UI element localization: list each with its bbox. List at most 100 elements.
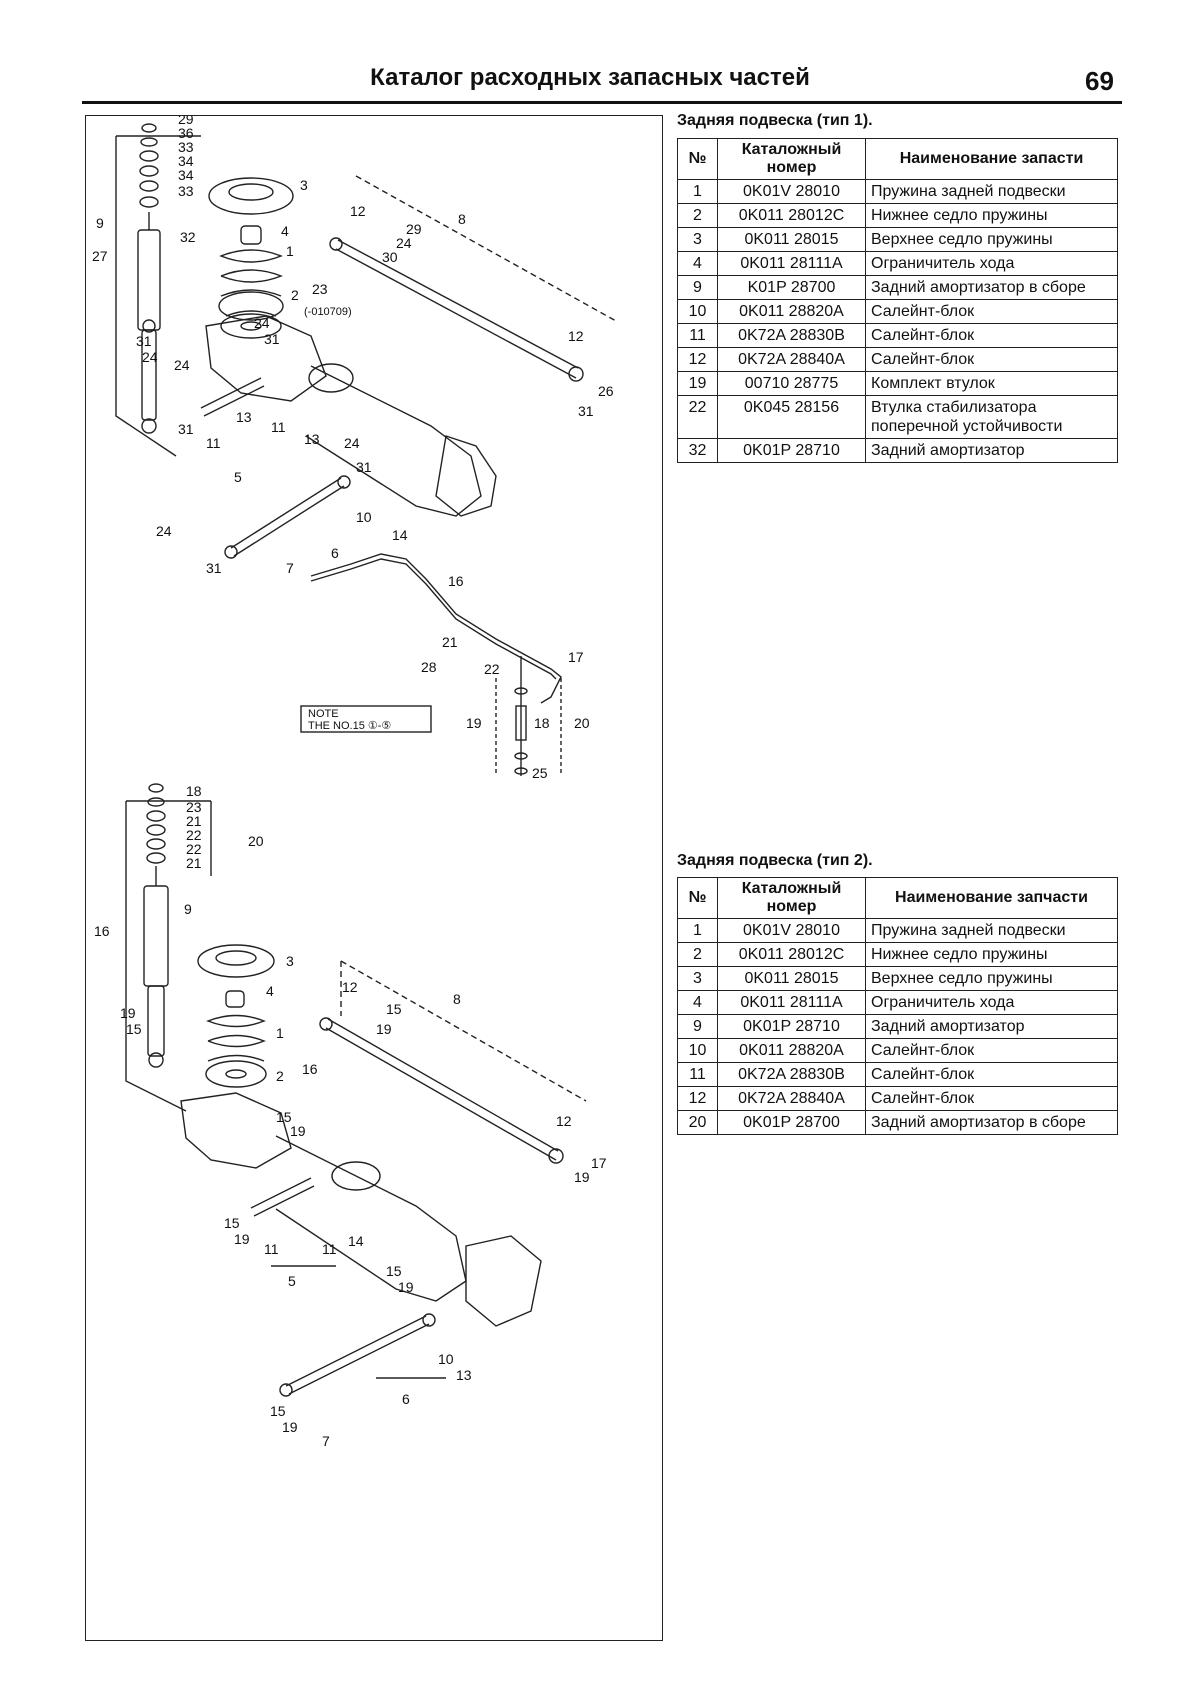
callout: 12 <box>556 1113 572 1129</box>
note-box <box>300 705 432 733</box>
table-header-row: № Каталожный номер Наименование запасти <box>677 138 1118 180</box>
part-name: Ограничитель хода <box>865 990 1118 1015</box>
callout: 21 <box>186 855 202 871</box>
row-number: 1 <box>677 179 718 204</box>
column-header: № <box>677 138 718 180</box>
part-name: Салейнт-блок <box>865 347 1118 372</box>
callout: 10 <box>356 509 372 525</box>
callout: 19 <box>376 1021 392 1037</box>
section-title-type-2: Задняя подвеска (тип 2). <box>677 852 873 869</box>
row-number: 22 <box>677 395 718 439</box>
callout: 6 <box>331 545 339 561</box>
callout: 18 <box>534 715 550 731</box>
callout: 22 <box>186 827 202 843</box>
callout: 34 <box>178 167 194 183</box>
column-header: Наименование запчасти <box>865 877 1118 919</box>
part-name: Салейнт-блок <box>865 323 1118 348</box>
stabilizer-link-1 <box>495 656 562 776</box>
callout: 1 <box>276 1025 284 1041</box>
catalog-number: 0K011 28111A <box>717 251 866 276</box>
row-number: 10 <box>677 1038 718 1063</box>
catalog-number: 0K01P 28710 <box>717 438 866 463</box>
callout: 7 <box>286 560 294 576</box>
callout: 19 <box>290 1123 306 1139</box>
catalog-number: 0K72A 28830B <box>717 1062 866 1087</box>
part-name: Задний амортизатор в сборе <box>865 1110 1118 1135</box>
row-number: 10 <box>677 299 718 324</box>
callout: 9 <box>96 215 104 231</box>
callout: 7 <box>322 1433 330 1449</box>
catalog-number: 0K011 28111A <box>717 990 866 1015</box>
part-name: Нижнее седло пружины <box>865 942 1118 967</box>
part-name: Салейнт-блок <box>865 1062 1118 1087</box>
trailing-arm-upper-2 <box>319 960 587 1164</box>
callout: 31 <box>578 403 594 419</box>
callout: 15 <box>270 1403 286 1419</box>
callout: 9 <box>184 901 192 917</box>
parts-table-type-2: № Каталожный номер Наименование запчасти… <box>677 877 1118 1135</box>
spring-assembly-2 <box>197 944 275 1088</box>
part-name: Верхнее седло пружины <box>865 966 1118 991</box>
lower-arm-2 <box>250 1177 446 1397</box>
row-number: 4 <box>677 990 718 1015</box>
callout: 24 <box>396 235 412 251</box>
part-name: Пружина задней подвески <box>865 918 1118 943</box>
catalog-number: 0K01P 28700 <box>717 1110 866 1135</box>
column-header: № <box>677 877 718 919</box>
callout: 19 <box>120 1005 136 1021</box>
callout: 16 <box>448 573 464 589</box>
date-label: (-010709) <box>304 306 352 318</box>
callout: 17 <box>591 1155 607 1171</box>
callout: 12 <box>350 203 366 219</box>
part-name: Задний амортизатор в сборе <box>865 275 1118 300</box>
callout: 21 <box>442 634 458 650</box>
row-number: 12 <box>677 1086 718 1111</box>
lower-arm-1 <box>200 377 351 559</box>
callout: 15 <box>126 1021 142 1037</box>
callout: 29 <box>406 221 422 237</box>
page-number: 69 <box>1085 66 1114 96</box>
column-header: Каталожный номер <box>717 138 866 180</box>
callout: 5 <box>234 469 242 485</box>
catalog-number: 0K011 28820A <box>717 1038 866 1063</box>
callout: 27 <box>92 248 108 264</box>
callout: 2 <box>276 1068 284 1084</box>
column-header: Наименование запасти <box>865 138 1118 180</box>
callout: 31 <box>206 560 222 576</box>
callout: 28 <box>421 659 437 675</box>
part-name: Задний амортизатор <box>865 438 1118 463</box>
callout: 11 <box>322 1241 337 1257</box>
row-number: 11 <box>677 323 718 348</box>
callout: 15 <box>224 1215 240 1231</box>
callout: 8 <box>458 211 466 227</box>
callout: 36 <box>178 125 194 141</box>
callout: 21 <box>186 813 202 829</box>
section-title-type-1: Задняя подвеска (тип 1). <box>677 112 873 129</box>
callout: 11 <box>206 435 221 451</box>
part-name: Комплект втулок <box>865 371 1118 396</box>
spring-assembly-1 <box>208 177 294 339</box>
callout: 11 <box>264 1241 279 1257</box>
axle-housing-1 <box>205 315 497 517</box>
header-divider <box>82 101 1122 104</box>
callout: 13 <box>456 1367 472 1383</box>
callout: 22 <box>186 841 202 857</box>
row-number: 32 <box>677 438 718 463</box>
row-number: 9 <box>677 1014 718 1039</box>
callout: 24 <box>254 315 270 331</box>
note-text: THE NO.15 ①-⑤ <box>308 720 391 732</box>
row-number: 1 <box>677 918 718 943</box>
callout: 3 <box>286 953 294 969</box>
callout: 23 <box>186 799 202 815</box>
